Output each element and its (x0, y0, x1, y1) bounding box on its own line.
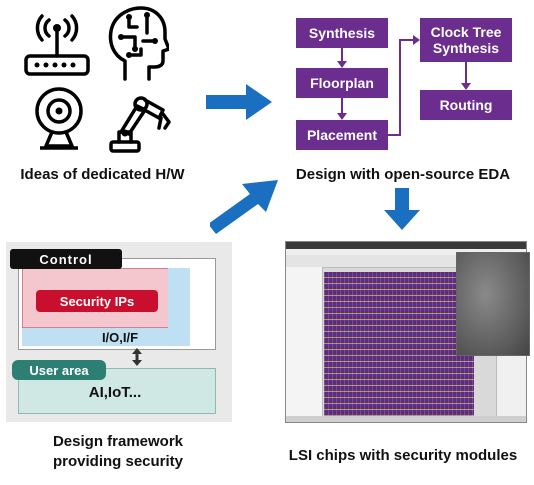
flow-connectors (337, 35, 471, 136)
robot-arm-icon (109, 96, 171, 153)
ai-brain-icon (108, 6, 169, 81)
caption-eda: Design with open-source EDA (295, 166, 511, 183)
control-bar: Control (10, 249, 122, 269)
cts-line2: Synthesis (432, 40, 500, 56)
arrow-diagonal-icon (210, 180, 278, 234)
caption-framework-line2: providing security (52, 453, 184, 470)
cts-line1: Clock Tree (430, 24, 502, 40)
flow-placement: Placement (296, 120, 388, 150)
caption-lsi: LSI chips with security modules (288, 447, 518, 464)
io-if-label: I/O,I/F (101, 330, 139, 345)
wifi-router-icon (24, 14, 90, 76)
layout-menubar (286, 249, 526, 255)
chip-photo (456, 252, 530, 356)
caption-ideas: Ideas of dedicated H/W (20, 166, 185, 183)
security-ips-label: Security IPs (36, 290, 158, 312)
user-area-label: User area (12, 360, 106, 380)
io-region-side (168, 268, 190, 346)
caption-framework-line1: Design framework (52, 433, 184, 450)
double-arrow-icon (132, 348, 142, 366)
ai-iot-label: AI,IoT... (88, 384, 142, 401)
arrow-right-icon (206, 84, 272, 120)
flow-clock-tree-synthesis: Clock Tree Synthesis (420, 18, 512, 62)
flow-routing: Routing (420, 90, 512, 120)
flow-floorplan: Floorplan (296, 68, 388, 98)
arrow-down-icon (384, 188, 420, 230)
webcam-icon (35, 87, 83, 150)
layout-canvas (324, 272, 474, 416)
layout-left-panel (286, 267, 323, 417)
layout-titlebar (286, 242, 526, 249)
layout-statusbar (286, 416, 526, 422)
flow-synthesis: Synthesis (296, 18, 388, 48)
